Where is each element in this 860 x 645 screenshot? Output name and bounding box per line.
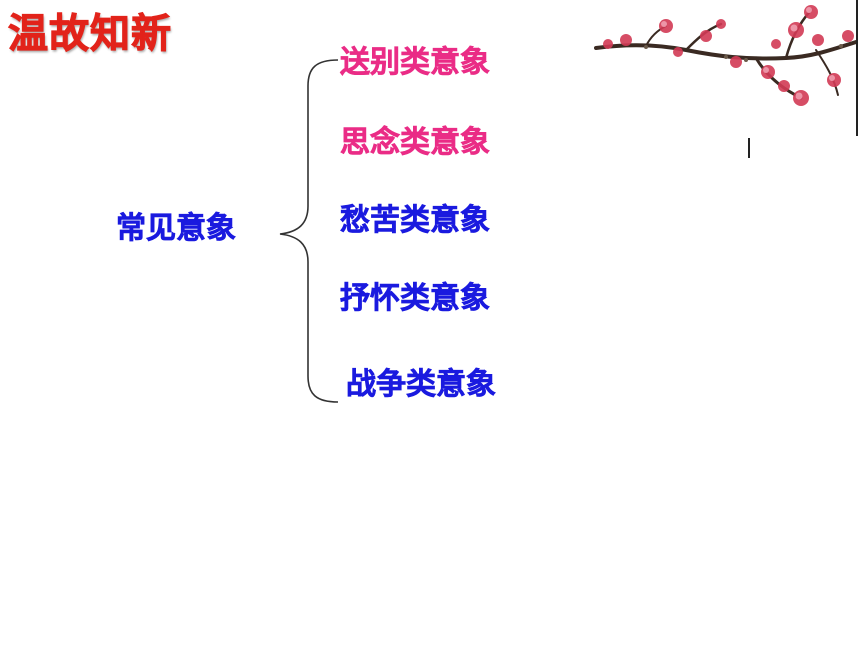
branch-farewell-imagery: 送别类意象 bbox=[340, 45, 491, 81]
plum-blossom-branch-icon bbox=[594, 5, 858, 106]
branch-aspiration-imagery: 抒怀类意象 bbox=[340, 281, 491, 317]
decorative-tick bbox=[748, 138, 750, 158]
branch-war-imagery: 战争类意象 bbox=[346, 367, 497, 403]
border-line bbox=[856, 0, 858, 136]
branch-longing-imagery: 思念类意象 bbox=[340, 125, 491, 161]
center-concept-label: 常见意象 bbox=[116, 211, 237, 247]
branch-sorrow-imagery: 愁苦类意象 bbox=[340, 203, 491, 239]
slide-title: 温故知新 bbox=[8, 11, 172, 58]
curly-brace-icon bbox=[279, 59, 339, 403]
